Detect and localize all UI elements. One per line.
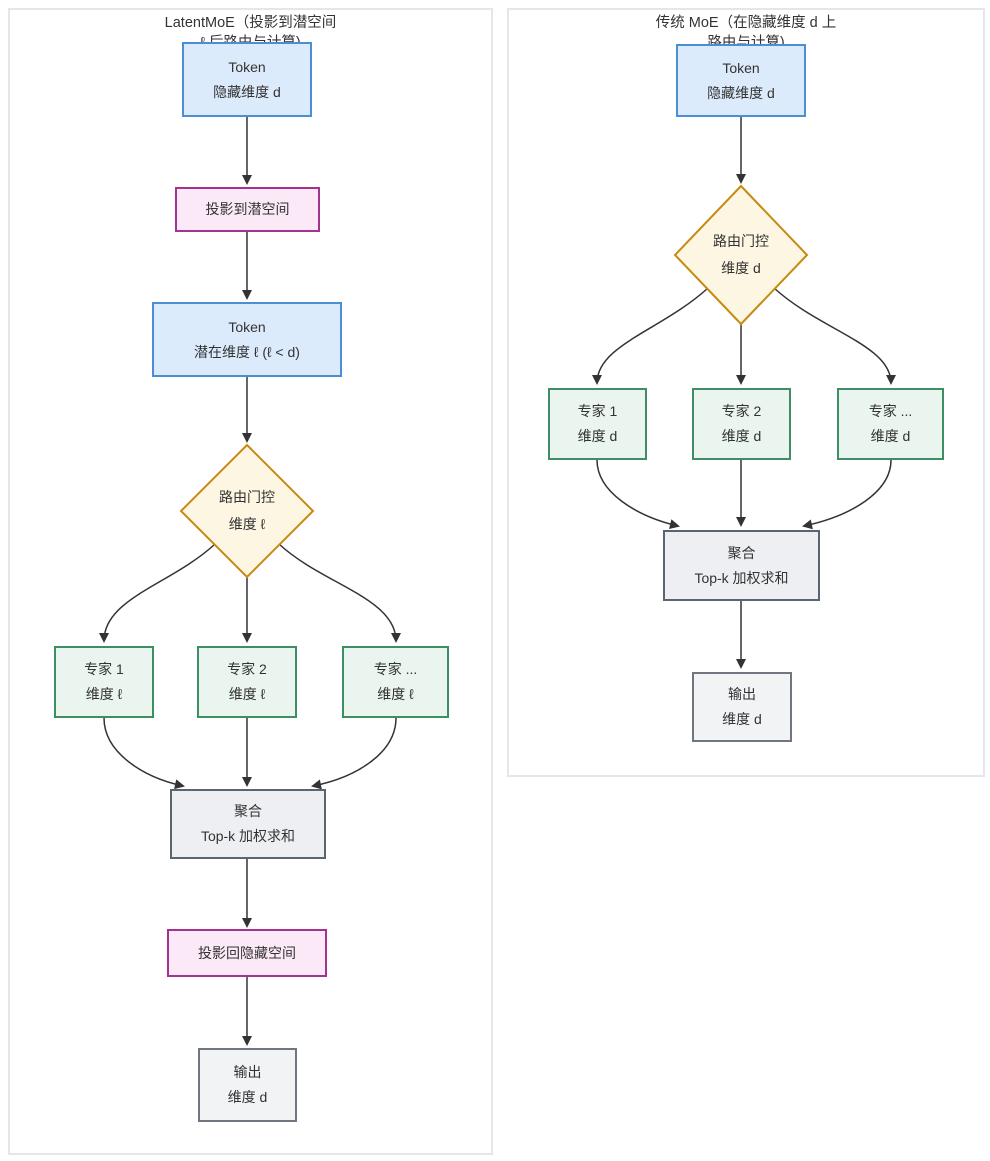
left-expert2-node: 专家 2 维度 ℓ xyxy=(197,646,297,718)
left-expert-more-line1: 专家 ... xyxy=(373,661,418,677)
left-token-input-line1: Token xyxy=(228,58,266,75)
left-expert-more-line2: 维度 ℓ xyxy=(377,686,414,702)
right-expert-more-line2: 维度 d xyxy=(870,428,911,444)
right-expert1-node: 专家 1 维度 d xyxy=(548,388,647,460)
left-expert1-line2: 维度 ℓ xyxy=(85,686,123,702)
left-aggregate-line2: Top-k 加权求和 xyxy=(200,828,296,844)
left-router-line2: 维度 ℓ xyxy=(228,516,266,532)
latentmoe-title-line1: LatentMoE（投影到潜空间 xyxy=(164,15,337,31)
left-token-latent-line1: Token xyxy=(228,318,266,335)
left-project-back-label: 投影回隐藏空间 xyxy=(198,944,296,961)
right-expert2-node: 专家 2 维度 d xyxy=(692,388,791,460)
latentmoe-panel: LatentMoE（投影到潜空间 ℓ 后路由与计算) xyxy=(8,8,493,1155)
left-router-label: 路由门控 维度 ℓ xyxy=(187,483,307,539)
left-router-line1: 路由门控 xyxy=(219,489,275,505)
left-project-back-node: 投影回隐藏空间 xyxy=(167,929,327,977)
left-aggregate-line1: 聚合 xyxy=(234,803,262,819)
left-expert-more-node: 专家 ... 维度 ℓ xyxy=(342,646,449,718)
right-token-input-line2: 隐藏维度 d xyxy=(707,84,775,101)
left-expert2-line1: 专家 2 xyxy=(227,661,267,677)
right-aggregate-node: 聚合 Top-k 加权求和 xyxy=(663,530,820,601)
right-router-line2: 维度 d xyxy=(721,260,761,276)
right-router-line1: 路由门控 xyxy=(713,233,769,249)
left-aggregate-node: 聚合 Top-k 加权求和 xyxy=(170,789,326,859)
right-output-node: 输出 维度 d xyxy=(692,672,792,742)
right-token-input-line1: Token xyxy=(722,59,760,76)
right-expert-more-line1: 专家 ... xyxy=(868,403,913,419)
right-expert1-line1: 专家 1 xyxy=(577,403,618,419)
right-output-line2: 维度 d xyxy=(722,711,762,727)
left-token-latent-line2: 潜在维度 ℓ (ℓ < d) xyxy=(194,343,300,360)
right-output-line1: 输出 xyxy=(728,686,756,702)
right-router-label: 路由门控 维度 d xyxy=(681,227,801,283)
left-expert1-node: 专家 1 维度 ℓ xyxy=(54,646,154,718)
left-token-latent-node: Token 潜在维度 ℓ (ℓ < d) xyxy=(152,302,342,377)
left-project-to-latent-node: 投影到潜空间 xyxy=(175,187,320,232)
right-expert2-line2: 维度 d xyxy=(721,428,762,444)
left-token-input-node: Token 隐藏维度 d xyxy=(182,42,312,117)
left-output-line1: 输出 xyxy=(233,1064,262,1080)
right-expert2-line1: 专家 2 xyxy=(721,403,762,419)
left-output-line2: 维度 d xyxy=(227,1089,268,1105)
right-expert1-line2: 维度 d xyxy=(577,428,618,444)
left-token-input-line2: 隐藏维度 d xyxy=(213,83,281,100)
left-expert2-line2: 维度 ℓ xyxy=(228,686,266,702)
left-output-node: 输出 维度 d xyxy=(198,1048,297,1122)
right-token-input-node: Token 隐藏维度 d xyxy=(676,44,806,117)
left-project-to-latent-label: 投影到潜空间 xyxy=(205,201,290,217)
right-aggregate-line2: Top-k 加权求和 xyxy=(694,569,789,586)
right-aggregate-line1: 聚合 xyxy=(727,544,756,561)
left-expert1-line1: 专家 1 xyxy=(84,661,124,677)
traditional-moe-title-line1: 传统 MoE（在隐藏维度 d 上 xyxy=(655,15,837,31)
right-expert-more-node: 专家 ... 维度 d xyxy=(837,388,944,460)
